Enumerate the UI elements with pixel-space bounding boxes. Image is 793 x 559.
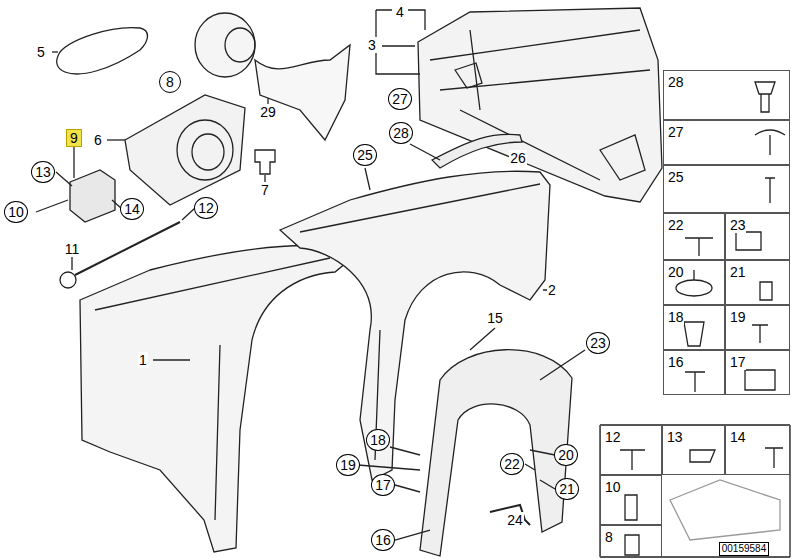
callout-number: 29 — [259, 104, 277, 120]
part-cell: 27 — [663, 120, 790, 165]
part-cell: 17 — [725, 350, 790, 395]
callout-number: 20 — [668, 264, 684, 280]
callout-number: 13 — [667, 429, 683, 445]
part-cell: 12 — [600, 425, 662, 475]
callout-number: 25 — [353, 144, 377, 166]
callout-number: 6 — [93, 132, 103, 148]
callout-number: 7 — [260, 182, 270, 198]
callout-number: 8 — [159, 71, 181, 93]
part-cell: 8 — [600, 525, 662, 557]
callout-number: 19 — [336, 454, 360, 476]
callout-number: 17 — [371, 474, 395, 496]
callout-number: 15 — [486, 310, 504, 326]
callout-number: 28 — [389, 122, 413, 144]
callout-number: 10 — [605, 479, 621, 495]
part-cell: 23 — [725, 213, 790, 260]
callout-number: 21 — [730, 264, 746, 280]
part-cell: 22 — [663, 213, 725, 260]
callout-number: 12 — [194, 197, 218, 219]
callout-number: 1 — [138, 352, 148, 368]
callout-number: 8 — [605, 529, 613, 545]
callout-number: 18 — [668, 309, 684, 325]
callout-number: 19 — [730, 309, 746, 325]
callout-number: 14 — [730, 429, 746, 445]
part-cell: 10 — [600, 475, 662, 525]
callout-number: 27 — [668, 124, 684, 140]
callout-number: 16 — [668, 354, 684, 370]
part-cell: 13 — [662, 425, 725, 475]
callout-number: 27 — [388, 88, 412, 110]
callout-number: 14 — [120, 198, 144, 220]
callout-number: 22 — [500, 453, 524, 475]
callout-number: 00159584 — [719, 542, 770, 556]
callout-number: 11 — [64, 241, 81, 257]
callout-number: 9 — [66, 129, 82, 147]
callout-number: 5 — [36, 44, 46, 60]
callout-number: 28 — [668, 74, 684, 90]
callout-number: 23 — [730, 217, 746, 233]
callout-number: 25 — [668, 169, 684, 185]
part-cell: 19 — [725, 305, 790, 350]
callout-number: 16 — [371, 529, 395, 551]
callout-number: 20 — [554, 444, 578, 466]
callout-number: 10 — [4, 201, 28, 223]
callout-number: 26 — [509, 150, 527, 166]
part-cell: 28 — [663, 70, 790, 120]
callout-number: 23 — [586, 332, 610, 354]
callout-number: 18 — [366, 429, 390, 451]
callout-number: 4 — [395, 4, 405, 20]
part-cell: 16 — [663, 350, 725, 395]
callout-number: 17 — [730, 354, 746, 370]
part-cell: 25 — [663, 165, 790, 213]
callout-number: 2 — [547, 282, 557, 298]
part-cell: 20 — [663, 260, 725, 305]
part-cell: 14 — [725, 425, 790, 475]
callout-number: 12 — [605, 429, 621, 445]
part-cell: 18 — [663, 305, 725, 350]
callout-number: 13 — [31, 161, 55, 183]
callout-number: 22 — [668, 217, 684, 233]
part-cell: 21 — [725, 260, 790, 305]
callout-number: 24 — [506, 512, 524, 528]
callout-number: 3 — [367, 37, 377, 53]
callout-number: 21 — [555, 478, 579, 500]
